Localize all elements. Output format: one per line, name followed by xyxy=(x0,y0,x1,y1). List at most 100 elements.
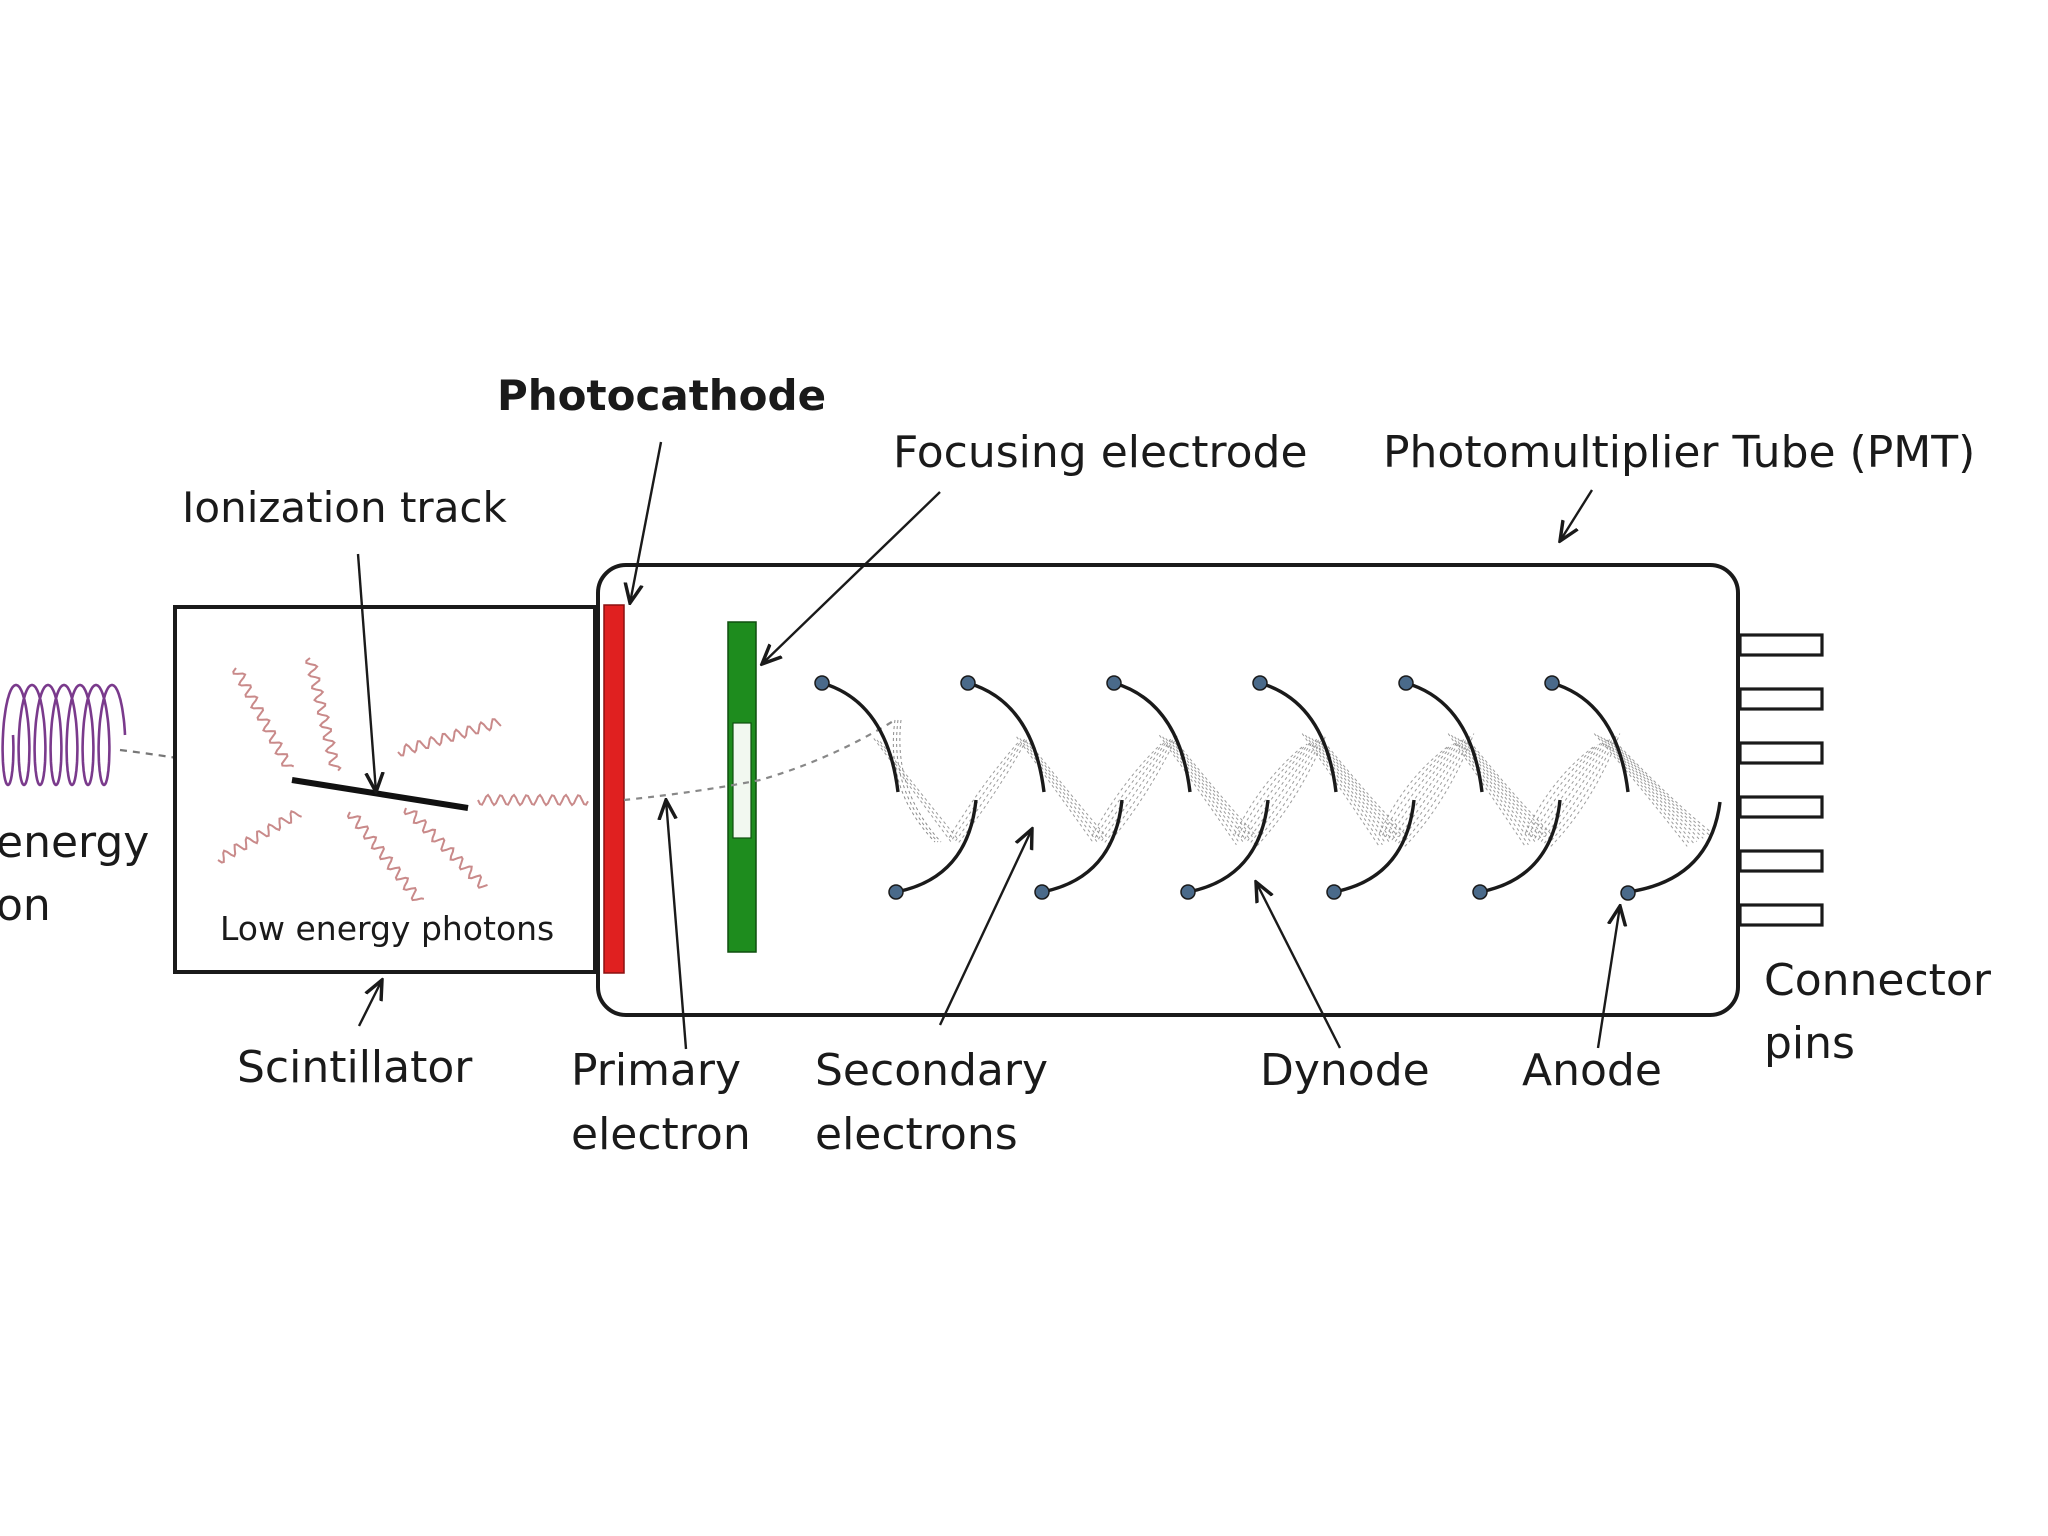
secondary-electron-trail xyxy=(1457,738,1536,842)
dynode-curve xyxy=(895,799,978,894)
secondary-electron-trail xyxy=(1378,745,1449,834)
pmt-arrow xyxy=(1560,489,1594,541)
dynode-node xyxy=(888,884,904,900)
secondary-electron-trail xyxy=(892,719,936,843)
dynode-label: Dynode xyxy=(1260,1045,1430,1096)
secondary-electron-trail xyxy=(1311,738,1390,842)
secondary-electron-trail xyxy=(1301,733,1380,847)
secondary-electron-trail xyxy=(1619,746,1714,834)
secondary-electron-trail xyxy=(1240,742,1311,838)
dynode-node xyxy=(1252,675,1268,691)
secondary-electron-trail xyxy=(1175,742,1253,838)
connector-pins-label-2: pins xyxy=(1764,1018,1855,1069)
photocathode-label: Photocathode xyxy=(497,371,826,420)
secondary-electron-trail xyxy=(1250,737,1321,843)
incoming-photon-label-2: on xyxy=(0,880,51,931)
primary-electron-arrow xyxy=(666,800,688,1050)
secondary-electron-trail xyxy=(1178,744,1256,836)
secondary-electron-trail xyxy=(1253,735,1324,845)
pmt-tube-body xyxy=(596,563,1740,1017)
secondary-electron-trail xyxy=(1321,742,1399,838)
secondary-electron-trail xyxy=(1016,736,1095,844)
secondary-electron-trail xyxy=(873,738,952,842)
secondary-electron-trail xyxy=(1091,743,1162,837)
ionization-track-arrow xyxy=(356,553,376,792)
secondary-electron-trail xyxy=(955,738,1026,842)
secondary-electron-trail xyxy=(1603,738,1698,842)
secondary-electron-trail xyxy=(1401,734,1472,846)
secondary-electron-trail xyxy=(1237,743,1308,837)
dynode-node xyxy=(1472,884,1488,900)
scintillator-arrow xyxy=(357,980,382,1027)
dynode-node xyxy=(960,675,976,691)
secondary-electron-trail xyxy=(1467,742,1545,838)
secondary-electron-trail xyxy=(1168,739,1247,841)
dynode-node xyxy=(1106,675,1122,691)
photon-squiggle xyxy=(346,811,425,902)
dynode-curve xyxy=(1041,799,1124,894)
secondary-electron-trail xyxy=(1308,736,1387,844)
focusing-electrode-arrow xyxy=(762,491,941,664)
low-energy-photons-label: Low energy photons xyxy=(220,909,554,948)
dynode-chain xyxy=(814,675,1630,900)
low-energy-photon-waves xyxy=(217,657,589,902)
incoming-photon-wave xyxy=(1,683,127,787)
connector-pin xyxy=(1738,633,1824,657)
secondary-electron-trail xyxy=(1314,739,1393,841)
secondary-electron-trail xyxy=(1158,734,1237,846)
secondary-electron-trail xyxy=(1404,733,1475,847)
secondary-electrons-label-1: Secondary xyxy=(815,1045,1048,1096)
focusing-electrode-label: Focusing electrode xyxy=(893,427,1308,478)
photocathode-arrow xyxy=(630,441,663,603)
secondary-electron-trail xyxy=(1101,738,1172,842)
photon-squiggle xyxy=(305,657,342,772)
photocathode-plate xyxy=(603,604,625,974)
secondary-electron-trail xyxy=(1327,746,1406,834)
primary-electron-label-1: Primary xyxy=(571,1045,741,1096)
secondary-electron-trail xyxy=(899,719,942,843)
secondary-electron-trail xyxy=(1454,736,1533,844)
anode-node xyxy=(1620,885,1636,901)
secondary-electron-trail xyxy=(1234,745,1305,835)
secondary-electron-trail xyxy=(1243,740,1314,840)
dynode-curve xyxy=(1333,799,1416,894)
dynode-curve xyxy=(967,681,1046,793)
secondary-electron-trail xyxy=(958,737,1029,843)
photon-squiggle xyxy=(397,718,502,757)
anode-curve xyxy=(1627,801,1722,894)
focusing-electrode-aperture xyxy=(732,722,752,839)
secondary-electron-trail xyxy=(1019,738,1098,842)
photon-squiggle xyxy=(232,667,295,768)
secondary-electron-trail xyxy=(1537,739,1608,841)
secondary-electron-trail xyxy=(1394,738,1465,842)
secondary-electron-trail xyxy=(1247,738,1318,842)
incoming-photon-coil xyxy=(1,683,127,787)
secondary-electron-trail xyxy=(1606,739,1701,841)
secondary-electron-trail xyxy=(1447,733,1526,847)
photon-squiggle xyxy=(477,793,589,807)
dynode-curve xyxy=(821,681,900,793)
anode-label: Anode xyxy=(1522,1045,1662,1096)
secondary-electron-trail xyxy=(948,742,1019,838)
dynode-curve xyxy=(1113,681,1192,793)
pmt-label: Photomultiplier Tube (PMT) xyxy=(1383,427,1975,478)
photon-squiggle xyxy=(217,810,302,864)
dynode-node xyxy=(1544,675,1560,691)
incoming-photon-label-1: energy xyxy=(0,817,149,868)
dynode-node xyxy=(1398,675,1414,691)
secondary-electrons-arrow xyxy=(938,829,1032,1026)
secondary-electron-trail xyxy=(1385,742,1455,838)
dynode-curve xyxy=(1479,799,1562,894)
secondary-electron-trail xyxy=(1600,736,1694,844)
scintillator-box xyxy=(173,605,597,974)
secondary-electron-trail xyxy=(1094,742,1165,838)
connector-pin xyxy=(1738,687,1824,711)
secondary-electron-trail xyxy=(1162,736,1241,844)
secondary-electron-trail xyxy=(1391,739,1462,841)
secondary-electron-trail xyxy=(1531,742,1601,838)
dynode-node xyxy=(1180,884,1196,900)
dynode-curve xyxy=(1259,681,1338,793)
connector-pins xyxy=(1738,633,1824,927)
dynode-node xyxy=(814,675,830,691)
